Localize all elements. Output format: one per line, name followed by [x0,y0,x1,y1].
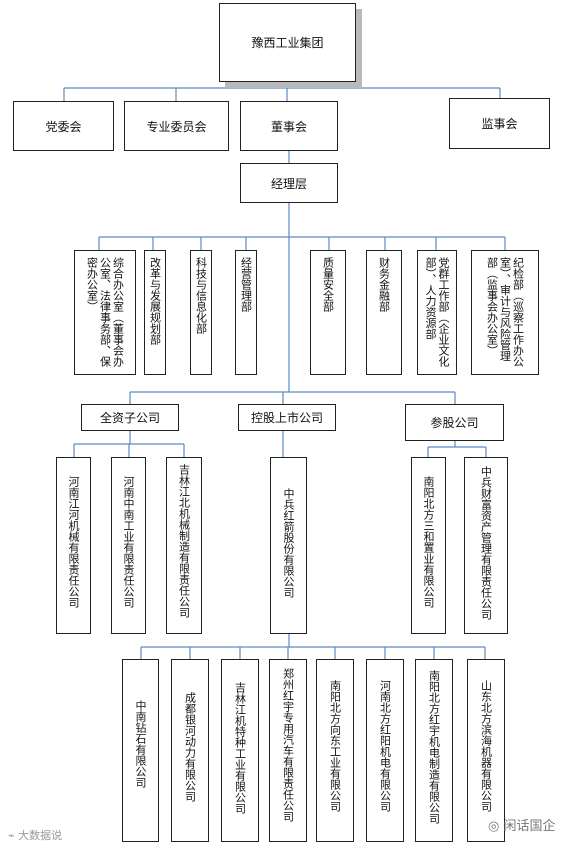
department-box: 综合办公室（董事会办公室、法律事务部、保密办公室） [74,250,136,375]
supervisory-board-box: 监事会 [449,98,550,149]
group-headquarters-box: 豫西工业集团 [219,3,356,82]
management-box: 经理层 [240,163,338,203]
group-name: 豫西工业集团 [251,36,324,50]
company-box: 河南中南工业有限责任公司 [111,457,146,634]
professional-committee-label: 专业委员会 [146,119,207,134]
listed-category-box: 控股上市公司 [238,404,336,431]
department-box: 党群工作部（企业文化部）、人力资源部 [417,250,457,375]
wechat-icon: ◎ [488,819,500,834]
department-label: 纪检部（巡察工作办公室）、审计与风险管理部（监事会办公室） [485,257,525,367]
wholly-owned-label: 全资子公司 [99,411,160,425]
department-box: 纪检部（巡察工作办公室）、审计与风险管理部（监事会办公室） [471,250,539,375]
subsidiary-box: 吉林江机特种工业有限公司 [221,659,259,842]
company-label: 南阳北方三和置业有限公司 [422,476,435,608]
subsidiary-label: 南阳北方红宇机电制造有限公司 [427,670,441,824]
department-label: 改革与发展规划部 [148,257,162,345]
department-label: 综合办公室（董事会办公室、法律事务部、保密办公室） [85,257,125,367]
watermark-right-text: 闲话国企 [503,819,556,834]
department-box: 科技与信息化部 [190,250,212,375]
participating-category-box: 参股公司 [405,404,504,441]
watermark-left: ⌁ 大数据说 [8,827,62,843]
subsidiary-label: 河南北方红阳机电有限公司 [378,680,392,812]
subsidiary-box: 郑州红宇专用汽车有限责任公司 [269,659,307,842]
management-label: 经理层 [270,176,307,191]
department-label: 党群工作部（企业文化部）、人力资源部 [424,257,450,367]
company-box: 吉林江北机械制造有限责任公司 [166,457,202,634]
party-committee-box: 党委会 [13,101,114,151]
subsidiary-box: 河南北方红阳机电有限公司 [366,659,404,842]
watermark-right: ◎ 闲话国企 [488,815,556,834]
department-label: 科技与信息化部 [194,257,208,334]
department-label: 经营管理部 [239,257,253,312]
supervisory-board-label: 监事会 [481,117,518,131]
listed-company-label: 中兵红箭股份有限公司 [282,488,295,598]
company-box: 中兵财富资产管理有限责任公司 [464,457,508,634]
company-label: 中兵财富资产管理有限责任公司 [479,466,493,620]
department-box: 质量安全部 [310,250,346,375]
subsidiary-label: 成都银河动力有限公司 [183,692,197,802]
department-box: 改革与发展规划部 [144,250,166,375]
weibo-icon: ⌁ [8,829,15,842]
subsidiary-label: 山东北方滨海机器有限公司 [479,680,493,812]
company-box: 河南江河机械有限责任公司 [56,457,91,634]
subsidiary-label: 郑州红宇专用汽车有限责任公司 [281,668,295,822]
company-label: 河南中南工业有限责任公司 [122,476,135,608]
subsidiary-label: 吉林江机特种工业有限公司 [233,682,247,814]
company-label: 河南江河机械有限责任公司 [67,476,80,608]
board-of-directors-label: 董事会 [270,119,307,134]
department-label: 质量安全部 [321,257,335,312]
company-box: 南阳北方三和置业有限公司 [411,457,446,634]
subsidiary-box: 成都银河动力有限公司 [171,659,209,842]
professional-committee-box: 专业委员会 [124,101,229,151]
wholly-owned-category-box: 全资子公司 [81,404,179,431]
party-committee-label: 党委会 [45,119,82,134]
department-box: 经营管理部 [235,250,257,375]
listed-company-box: 中兵红箭股份有限公司 [270,457,307,634]
watermark-left-text: 大数据说 [18,829,63,842]
department-label: 财务金融部 [377,257,391,312]
department-box: 财务金融部 [366,250,402,375]
subsidiary-label: 中南钻石有限公司 [134,700,147,788]
subsidiary-box: 山东北方滨海机器有限公司 [467,659,505,842]
listed-label: 控股上市公司 [250,411,323,425]
subsidiary-box: 南阳北方红宇机电制造有限公司 [415,659,453,842]
board-of-directors-box: 董事会 [240,101,338,151]
subsidiary-box: 中南钻石有限公司 [122,659,159,842]
company-label: 吉林江北机械制造有限责任公司 [177,464,191,618]
subsidiary-label: 南阳北方向东工业有限公司 [328,680,342,812]
subsidiary-box: 南阳北方向东工业有限公司 [316,659,354,842]
participating-label: 参股公司 [430,416,479,430]
